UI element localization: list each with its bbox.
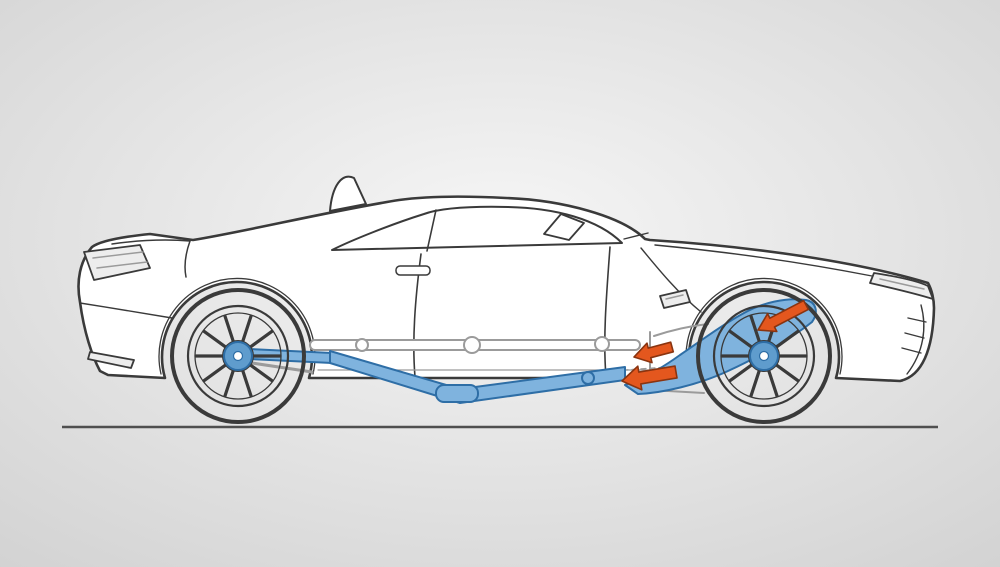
driveshaft-joint xyxy=(463,336,481,354)
headlamp-inner-line xyxy=(879,278,925,290)
car-body-silhouette xyxy=(77,195,936,383)
rear-vent xyxy=(87,351,135,369)
driveshaft-joint xyxy=(355,338,369,352)
wiper xyxy=(623,232,649,240)
tail-lamp-inner-lines xyxy=(92,251,148,269)
side-mirror xyxy=(543,213,585,241)
pipe-hanger xyxy=(581,371,595,385)
spoiler-underside xyxy=(111,239,191,245)
fender-crease xyxy=(640,247,702,313)
resonator xyxy=(435,384,479,403)
flow-arrow-icon xyxy=(621,365,678,391)
headlamp xyxy=(869,272,934,300)
rear-bumper-crease xyxy=(79,302,173,319)
front-bumper-line xyxy=(906,304,925,375)
window-divider xyxy=(426,209,437,252)
door-seam-front xyxy=(603,246,611,378)
front-arch-flare xyxy=(685,277,843,375)
rear-arch-flare xyxy=(158,277,316,375)
side-windows xyxy=(331,205,623,251)
flow-arrow-icon xyxy=(633,341,675,364)
shark-fin-antenna xyxy=(329,175,367,212)
door-handle xyxy=(395,265,431,276)
flow-arrow-icon xyxy=(757,299,810,333)
rear-hub-cap xyxy=(232,350,244,362)
trunk-seam xyxy=(184,240,191,278)
driveshaft-joint xyxy=(594,336,610,352)
flow-arrows xyxy=(621,299,810,391)
front-hub-cap xyxy=(758,350,770,362)
highlighted-hubs xyxy=(223,341,779,371)
fender-vent-inner-line xyxy=(665,294,684,300)
hood-seam xyxy=(654,244,873,277)
grille-slits xyxy=(901,317,927,354)
